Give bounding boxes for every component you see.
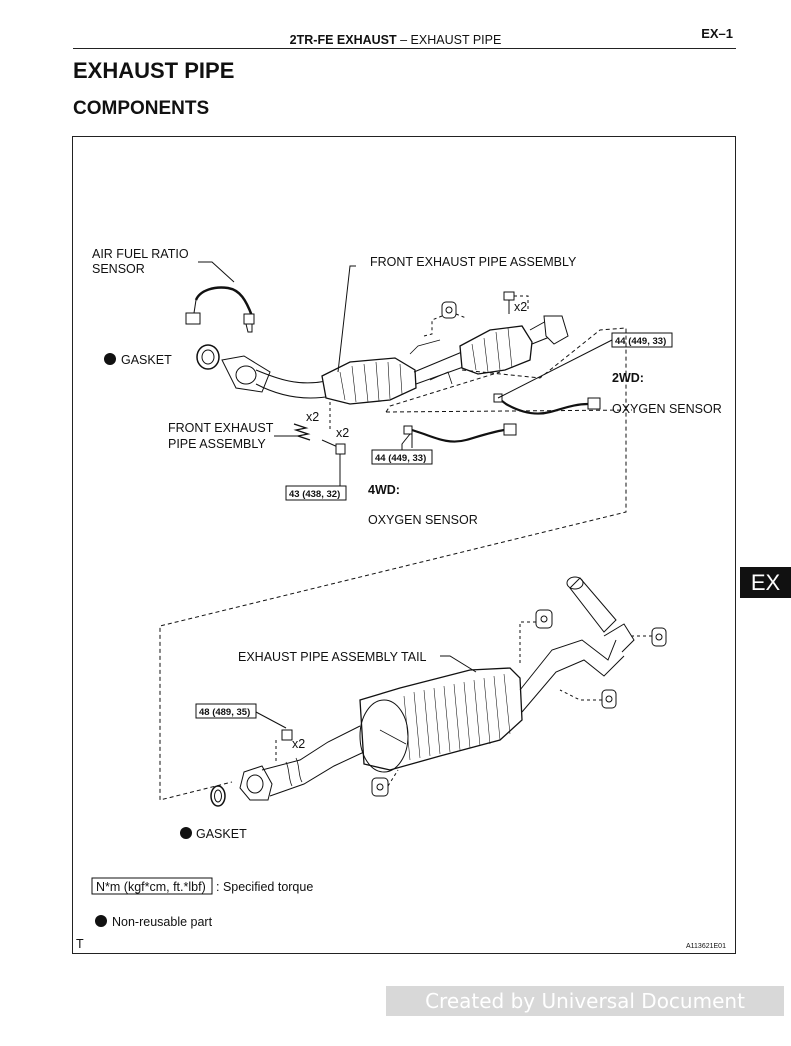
label-front-pipe-left-1: FRONT EXHAUST [168, 421, 274, 435]
air-fuel-ratio-sensor-drawing [185, 286, 255, 333]
bolt-top [503, 291, 529, 314]
torque-box-48 [195, 703, 257, 719]
exhaust-components-diagram: AIR FUEL RATIO SENSOR FRONT EXHAUST PIPE… [76, 247, 726, 951]
label-x2-d: x2 [292, 737, 305, 751]
header-section-bold: 2TR-FE EXHAUST [289, 33, 397, 47]
label-tail: EXHAUST PIPE ASSEMBLY TAIL [238, 650, 427, 664]
page-title: EXHAUST PIPE [73, 58, 235, 83]
label-torque-43: 43 (438, 32) [289, 489, 340, 500]
legend-torque-desc: : Specified torque [216, 880, 313, 894]
rubber-hanger-tail-1 [535, 609, 553, 629]
label-2wd: 2WD: [612, 371, 644, 385]
spring-and-bolt [293, 402, 346, 486]
label-gasket-bottom: GASKET [196, 827, 247, 841]
figure-id: A113621E01 [686, 943, 726, 950]
nut-tail [281, 729, 293, 741]
nonreusable-dot-legend [95, 915, 107, 927]
header-section-rest: EXHAUST PIPE [410, 33, 502, 47]
nonreusable-dot-bottom [180, 827, 192, 839]
corner-letter: T [76, 937, 84, 951]
label-x2-c: x2 [336, 426, 349, 440]
page-code: EX–1 [701, 26, 733, 41]
label-4wd: 4WD: [368, 483, 400, 497]
oxygen-sensor-4wd-drawing [403, 423, 517, 448]
front-exhaust-pipe-drawing [221, 315, 569, 405]
legend-torque-text: N*m (kgf*cm, ft.*lbf) [96, 880, 206, 894]
rubber-hanger-tail-3 [601, 689, 617, 709]
label-oxygen-2wd: OXYGEN SENSOR [612, 402, 722, 416]
section-tab: EX [740, 567, 791, 598]
rubber-hanger-top [423, 301, 467, 337]
nonreusable-dot-top [104, 353, 116, 365]
leader-front-pipe-top [337, 265, 356, 373]
label-x2-b: x2 [306, 410, 319, 424]
label-front-pipe-left-2: PIPE ASSEMBLY [168, 437, 266, 451]
label-gasket-top: GASKET [121, 353, 172, 367]
header-separator: – [400, 33, 408, 47]
torque-box-43 [285, 485, 347, 501]
oxygen-sensor-2wd-drawing [493, 339, 613, 415]
watermark-banner: Created by Universal Document Converter [386, 986, 784, 1043]
label-air-fuel-1: AIR FUEL RATIO [92, 247, 189, 261]
label-torque-44-b: 44 (449, 33) [375, 453, 426, 464]
legend-nonreusable: Non-reusable part [112, 915, 213, 929]
exhaust-tail-drawing [239, 576, 635, 801]
label-x2-a: x2 [514, 300, 527, 314]
label-torque-44-a: 44 (449, 33) [615, 336, 666, 347]
header-rule [73, 48, 736, 49]
label-air-fuel-2: SENSOR [92, 262, 145, 276]
leader-tail [440, 655, 477, 673]
label-torque-48: 48 (489, 35) [199, 707, 250, 718]
running-header: 2TR-FE EXHAUST – EXHAUST PIPE [0, 33, 791, 47]
gasket-top-drawing [196, 344, 220, 370]
rubber-hanger-tail-2 [651, 627, 667, 647]
section-title: COMPONENTS [73, 98, 210, 119]
torque-box-44-a [611, 332, 673, 348]
legend-torque-box [91, 877, 213, 895]
leader-air-fuel [198, 261, 235, 283]
diagram-frame [72, 136, 736, 954]
label-oxygen-4wd: OXYGEN SENSOR [368, 513, 478, 527]
label-front-pipe-top: FRONT EXHAUST PIPE ASSEMBLY [370, 255, 577, 269]
rubber-hanger-tail-4 [371, 777, 389, 797]
gasket-bottom-drawing [210, 785, 226, 807]
